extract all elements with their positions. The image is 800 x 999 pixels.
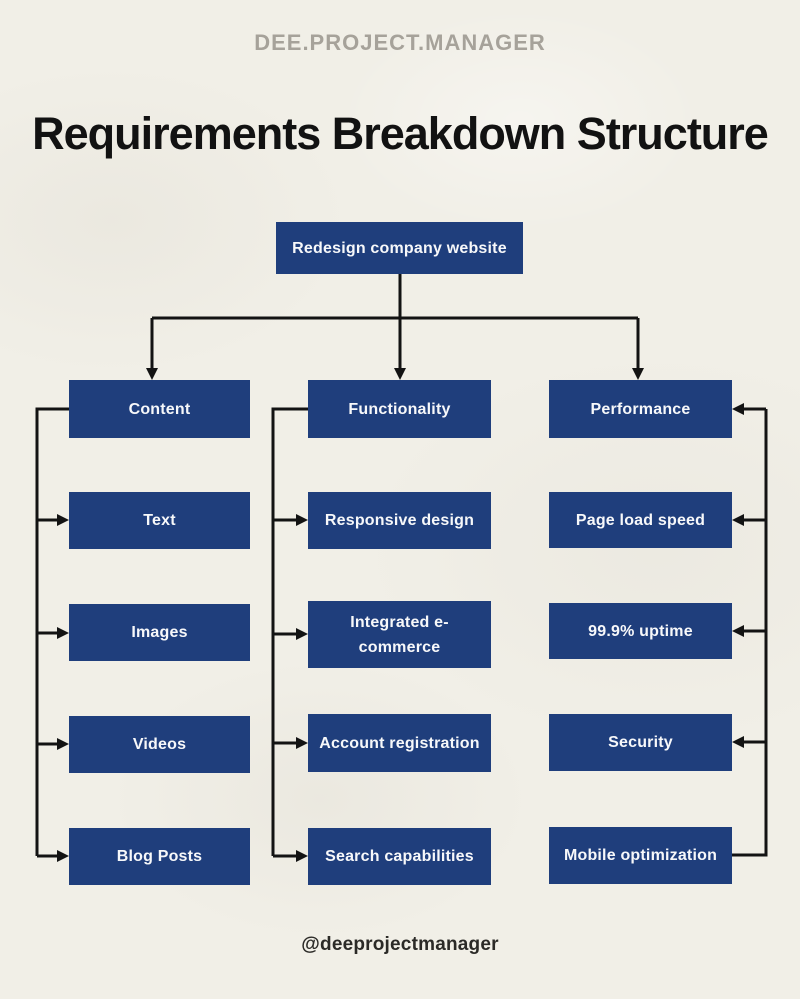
node-uptime: 99.9% uptime [549, 603, 732, 659]
node-page-load-speed: Page load speed [549, 492, 732, 548]
brand-header: DEE.PROJECT.MANAGER [254, 30, 546, 55]
node-blog-posts: Blog Posts [69, 828, 250, 885]
node-text: Text [69, 492, 250, 549]
node-responsive-design: Responsive design [308, 492, 491, 549]
node-account-registration: Account registration [308, 714, 491, 772]
node-mobile-optimization: Mobile optimization [549, 827, 732, 884]
page-title: Requirements Breakdown Structure [32, 108, 769, 159]
node-security: Security [549, 714, 732, 771]
node-performance: Performance [549, 380, 732, 438]
footer-handle: @deeprojectmanager [301, 934, 499, 955]
node-root: Redesign company website [276, 222, 523, 274]
node-content: Content [69, 380, 250, 438]
node-integrated-e-commerce: Integrated e-commerce [308, 601, 491, 668]
node-functionality: Functionality [308, 380, 491, 438]
node-search-capabilities: Search capabilities [308, 828, 491, 885]
node-videos: Videos [69, 716, 250, 773]
node-images: Images [69, 604, 250, 661]
